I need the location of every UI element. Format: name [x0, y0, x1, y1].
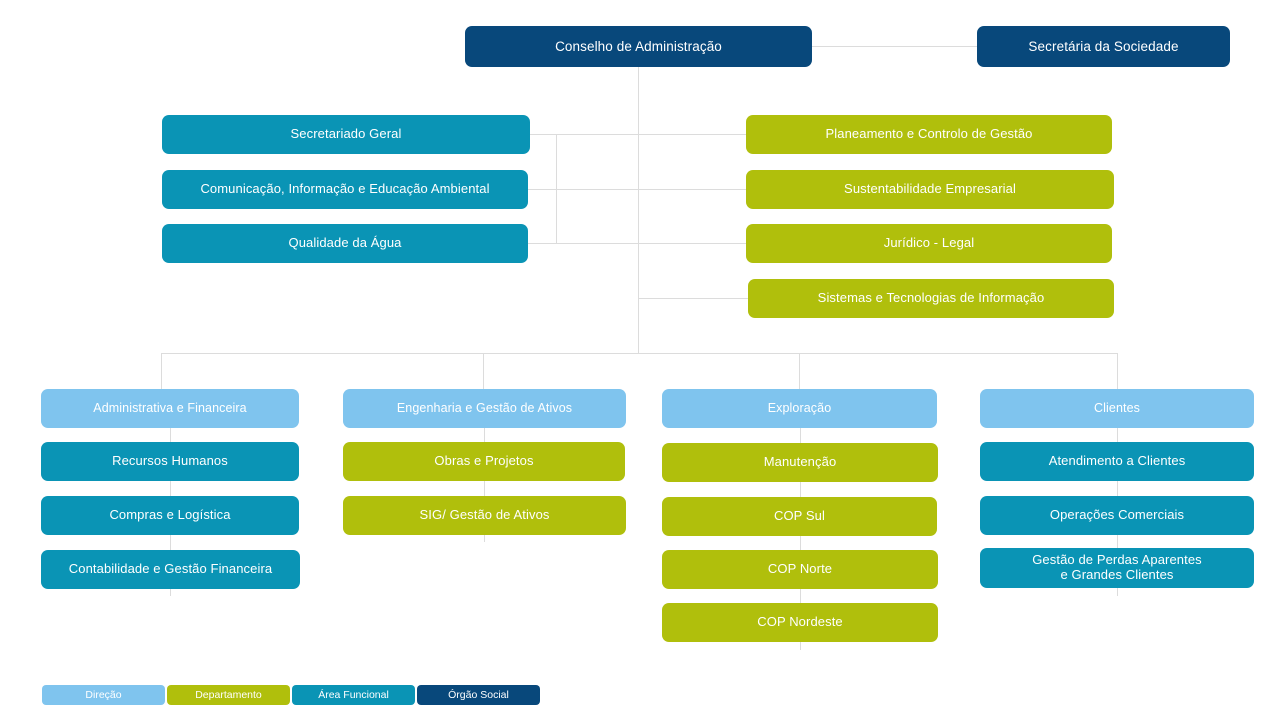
legend-item-area-funcional[interactable]: Área Funcional — [292, 685, 415, 705]
node-administrativa-e-financeira[interactable]: Administrativa e Financeira — [41, 389, 299, 428]
node-label: Operações Comerciais — [1049, 507, 1185, 523]
node-label: Compras e Logística — [109, 507, 231, 523]
node-label: Engenharia e Gestão de Ativos — [396, 401, 573, 416]
node-cop-sul[interactable]: COP Sul — [662, 497, 937, 536]
node-label: COP Sul — [773, 508, 826, 524]
legend-label: Área Funcional — [318, 689, 389, 701]
node-secretaria-da-sociedade[interactable]: Secretária da Sociedade — [977, 26, 1230, 67]
node-label: Gestão de Perdas Aparentes e Grandes Cli… — [1032, 552, 1202, 582]
node-gestao-de-perdas-aparentes-e-grandes-clientes[interactable]: Gestão de Perdas Aparentes e Grandes Cli… — [980, 548, 1254, 588]
node-manutencao[interactable]: Manutenção — [662, 443, 938, 482]
connector-staff-right-4 — [638, 298, 748, 299]
node-exploracao[interactable]: Exploração — [662, 389, 937, 428]
connector-division-bus — [161, 353, 1118, 354]
connector-spine-division-2 — [484, 428, 485, 542]
node-engenharia-e-gestao-de-ativos[interactable]: Engenharia e Gestão de Ativos — [343, 389, 626, 428]
node-sig-gestao-de-ativos[interactable]: SIG/ Gestão de Ativos — [343, 496, 626, 535]
node-label: Comunicação, Informação e Educação Ambie… — [200, 181, 490, 197]
connector-staff-left-3 — [528, 243, 638, 244]
connector-staff-right-3 — [638, 243, 748, 244]
connector-staff-right-2 — [638, 189, 746, 190]
node-operacoes-comerciais[interactable]: Operações Comerciais — [980, 496, 1254, 535]
connector-drop-division-4 — [1117, 353, 1118, 389]
connector-staff-right-1 — [638, 134, 746, 135]
node-label: Sistemas e Tecnologias de Informação — [817, 290, 1045, 306]
legend-label: Departamento — [195, 689, 262, 701]
node-label: Clientes — [1094, 401, 1140, 416]
legend-label: Órgão Social — [448, 689, 509, 701]
node-conselho-de-administracao[interactable]: Conselho de Administração — [465, 26, 812, 67]
node-label: Exploração — [767, 401, 832, 416]
node-sustentabilidade-empresarial[interactable]: Sustentabilidade Empresarial — [746, 170, 1114, 209]
connector-drop-division-2 — [483, 353, 484, 389]
node-label: Secretariado Geral — [290, 126, 402, 142]
node-obras-e-projetos[interactable]: Obras e Projetos — [343, 442, 625, 481]
node-comunicacao-informacao-e-educacao-ambiental[interactable]: Comunicação, Informação e Educação Ambie… — [162, 170, 528, 209]
node-clientes[interactable]: Clientes — [980, 389, 1254, 428]
node-contabilidade-e-gestao-financeira[interactable]: Contabilidade e Gestão Financeira — [41, 550, 300, 589]
node-label: COP Nordeste — [757, 614, 843, 630]
node-label: SIG/ Gestão de Ativos — [419, 507, 550, 523]
node-compras-e-logistica[interactable]: Compras e Logística — [41, 496, 299, 535]
node-label: Administrativa e Financeira — [93, 401, 247, 416]
node-juridico-legal[interactable]: Jurídico - Legal — [746, 224, 1112, 263]
legend-label: Direção — [85, 689, 122, 701]
node-label: Sustentabilidade Empresarial — [844, 181, 1016, 197]
connector-staff-left-2 — [528, 189, 638, 190]
node-label: Planeamento e Controlo de Gestão — [825, 126, 1033, 142]
node-qualidade-da-agua[interactable]: Qualidade da Água — [162, 224, 528, 263]
connector-spine-division-3 — [800, 428, 801, 650]
legend-item-orgao-social[interactable]: Órgão Social — [417, 685, 540, 705]
node-planeamento-e-controlo-de-gestao[interactable]: Planeamento e Controlo de Gestão — [746, 115, 1112, 154]
node-label: Manutenção — [763, 454, 837, 470]
node-label: Qualidade da Água — [288, 235, 402, 251]
node-label: COP Norte — [767, 561, 833, 577]
node-cop-nordeste[interactable]: COP Nordeste — [662, 603, 938, 642]
node-label: Secretária da Sociedade — [1028, 38, 1179, 54]
node-label: Jurídico - Legal — [883, 235, 975, 251]
node-atendimento-a-clientes[interactable]: Atendimento a Clientes — [980, 442, 1254, 481]
node-label: Conselho de Administração — [555, 38, 722, 54]
connector-staff-left-1 — [530, 134, 638, 135]
node-label: Atendimento a Clientes — [1048, 453, 1186, 469]
node-secretariado-geral[interactable]: Secretariado Geral — [162, 115, 530, 154]
node-sistemas-e-tecnologias-de-informacao[interactable]: Sistemas e Tecnologias de Informação — [748, 279, 1114, 318]
connector-drop-division-3 — [799, 353, 800, 389]
legend: Direção Departamento Área Funcional Órgã… — [42, 685, 540, 705]
legend-item-departamento[interactable]: Departamento — [167, 685, 290, 705]
node-label: Contabilidade e Gestão Financeira — [68, 561, 273, 577]
legend-item-direcao[interactable]: Direção — [42, 685, 165, 705]
connector-board-secretary — [812, 46, 977, 47]
node-cop-norte[interactable]: COP Norte — [662, 550, 938, 589]
node-label: Obras e Projetos — [434, 453, 534, 469]
node-recursos-humanos[interactable]: Recursos Humanos — [41, 442, 299, 481]
connector-drop-division-1 — [161, 353, 162, 389]
connector-main-trunk — [638, 67, 639, 353]
node-label: Recursos Humanos — [112, 453, 228, 469]
